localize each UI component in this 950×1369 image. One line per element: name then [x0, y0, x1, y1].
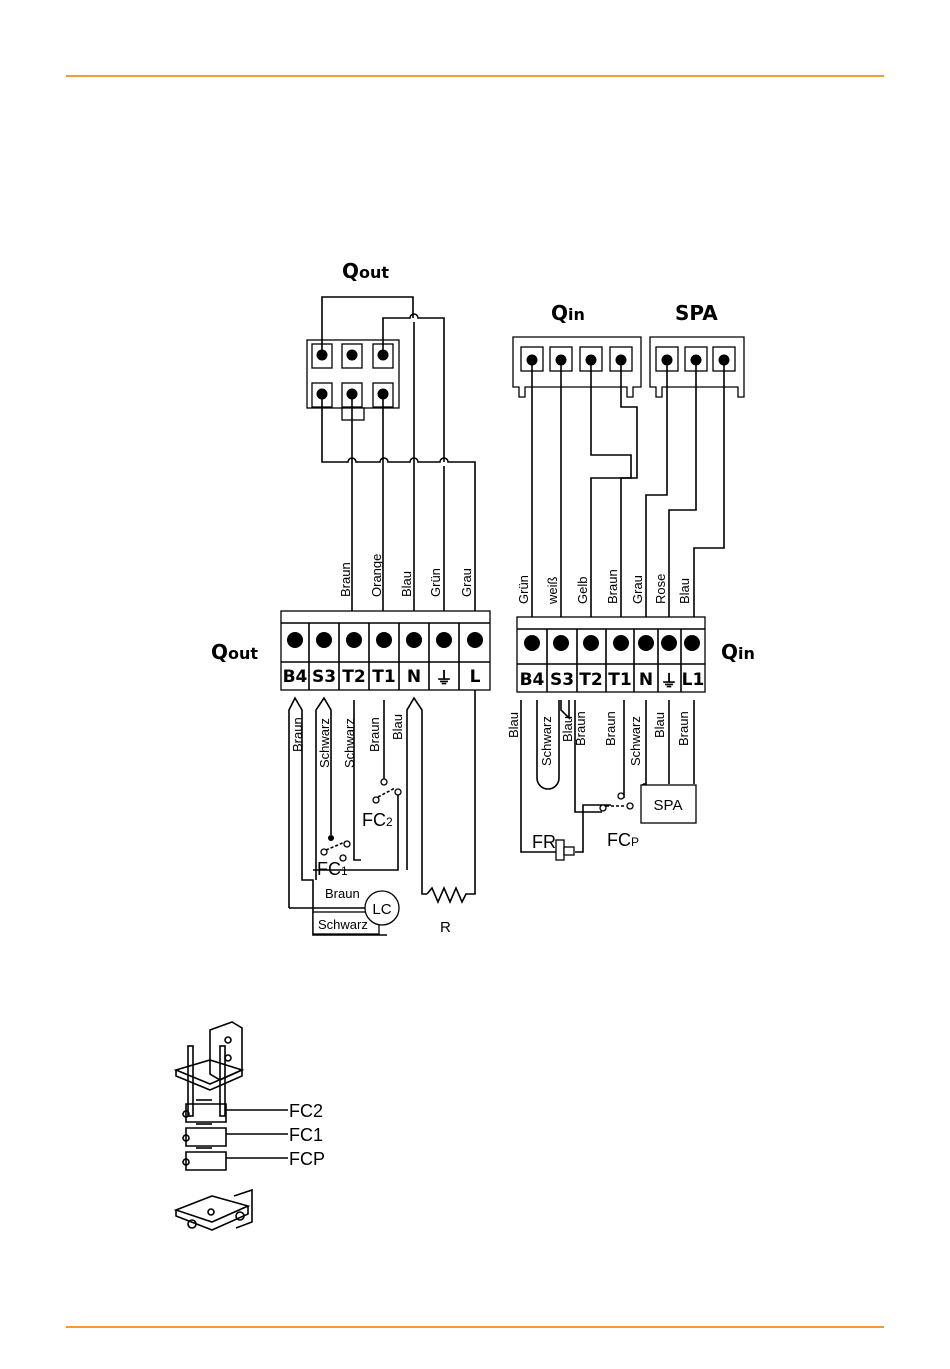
svg-text:Grün: Grün — [516, 575, 531, 604]
svg-text:S3: S3 — [312, 667, 336, 687]
motor-lc-label: LC — [372, 901, 391, 918]
qin-top-wiring — [532, 360, 724, 640]
svg-text:L: L — [470, 667, 481, 687]
switch-assembly-labels: FC2 FC1 FCP — [289, 1101, 325, 1169]
qout-connector-title: Qout — [342, 259, 389, 283]
svg-text:weiß: weiß — [545, 576, 560, 605]
fr-component — [556, 840, 574, 860]
svg-text:Braun: Braun — [676, 711, 691, 746]
svg-text:⏚: ⏚ — [436, 669, 453, 689]
fcp-switch — [600, 793, 633, 811]
qin-top-wire-labels: Grün weiß Gelb Braun Grau Rose Blau — [516, 569, 692, 605]
svg-text:⏚: ⏚ — [661, 672, 678, 692]
svg-text:T2: T2 — [342, 667, 365, 687]
qout-connector — [307, 340, 399, 420]
svg-text:Braun: Braun — [605, 569, 620, 604]
svg-text:FC1: FC1 — [289, 1125, 323, 1145]
svg-text:FCP: FCP — [289, 1149, 325, 1169]
svg-text:Braun: Braun — [367, 717, 382, 752]
svg-text:Braun: Braun — [338, 562, 353, 597]
svg-text:Grau: Grau — [630, 575, 645, 604]
spa-connector — [650, 337, 744, 397]
qin-bottom-wire-labels: Blau Schwarz Blau Braun Braun Schwarz Bl… — [506, 711, 691, 766]
qin-block-label: Qin — [721, 640, 755, 664]
qin-connector-title: Qin — [551, 301, 585, 325]
fc2-label: FC2 — [362, 810, 393, 830]
svg-text:Orange: Orange — [369, 554, 384, 597]
qin-terminal-block: B4 S3 T2 T1 N ⏚ L1 — [517, 617, 705, 692]
svg-text:Gelb: Gelb — [575, 577, 590, 604]
motor-braun-label: Braun — [325, 886, 360, 901]
svg-text:L1: L1 — [682, 670, 705, 690]
svg-text:S3: S3 — [550, 670, 574, 690]
qout-top-wire-labels: Braun Orange Blau Grün Grau — [338, 554, 474, 597]
qout-bottom-wire-labels: Braun Schwarz Schwarz Braun Blau — [290, 714, 405, 768]
svg-text:N: N — [639, 670, 653, 690]
svg-text:T2: T2 — [579, 670, 602, 690]
svg-text:B4: B4 — [283, 667, 308, 687]
svg-text:B4: B4 — [520, 670, 545, 690]
svg-text:T1: T1 — [608, 670, 631, 690]
svg-text:Blau: Blau — [399, 571, 414, 597]
qout-block-label: Qout — [211, 640, 258, 664]
fc2-switch — [373, 779, 401, 803]
svg-text:Blau: Blau — [390, 714, 405, 740]
fr-label: FR — [532, 832, 556, 852]
spa-box-label: SPA — [654, 797, 683, 814]
fc1-label: FC1 — [317, 859, 348, 879]
fc1-switch — [321, 835, 350, 861]
qout-terminal-block: B4 S3 T2 T1 N ⏚ L — [281, 611, 490, 690]
svg-text:Braun: Braun — [603, 711, 618, 746]
svg-text:Grün: Grün — [428, 568, 443, 597]
spa-connector-title: SPA — [675, 301, 718, 325]
svg-text:Blau: Blau — [652, 712, 667, 738]
svg-text:Schwarz: Schwarz — [628, 716, 643, 766]
svg-text:Schwarz: Schwarz — [342, 718, 357, 768]
svg-text:Grau: Grau — [459, 568, 474, 597]
svg-text:Schwarz: Schwarz — [317, 718, 332, 768]
svg-text:T1: T1 — [372, 667, 395, 687]
svg-text:Blau: Blau — [506, 712, 521, 738]
motor-schwarz-label: Schwarz — [318, 917, 368, 932]
svg-text:FC2: FC2 — [289, 1101, 323, 1121]
svg-text:Braun: Braun — [290, 717, 305, 752]
resistor-label: R — [440, 919, 451, 936]
fcp-label: FCP — [607, 830, 639, 850]
svg-text:Rose: Rose — [653, 574, 668, 604]
switch-assembly-drawing — [176, 1022, 288, 1230]
svg-text:Schwarz: Schwarz — [539, 716, 554, 766]
svg-text:Braun: Braun — [573, 711, 588, 746]
svg-text:Blau: Blau — [677, 578, 692, 604]
svg-text:N: N — [407, 667, 421, 687]
